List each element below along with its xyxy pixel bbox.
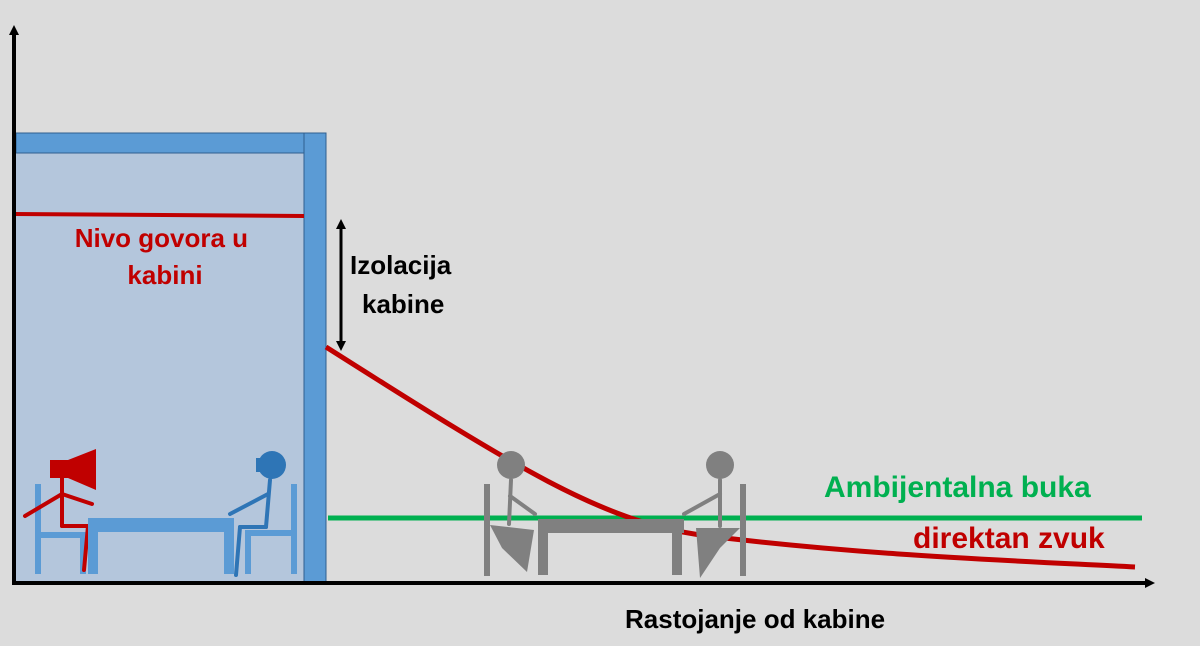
listener-chair-back: [291, 484, 297, 574]
direct-sound-label: direktan zvuk: [913, 522, 1105, 555]
ambient-noise-label: Ambijentalna buka: [824, 471, 1091, 504]
isolation-label: Izolacija kabine: [350, 250, 458, 319]
megaphone-icon: [50, 449, 96, 490]
booth-wall: [303, 132, 327, 584]
x-axis-label: Rastojanje od kabine: [625, 604, 885, 634]
speaker-chair-back: [35, 484, 41, 574]
speech-level-line: [13, 212, 305, 218]
listener-figure: [228, 451, 297, 577]
headphone-head-icon: [258, 451, 286, 479]
speech-level-label: Nivo govora u kabini: [75, 223, 256, 290]
outside-figure-left: [484, 451, 537, 576]
booth-roof: [15, 132, 309, 154]
booth-desk: [88, 518, 234, 574]
headphone-cup-icon: [256, 458, 262, 472]
speaker-chair-leg: [80, 532, 86, 574]
outside-table: [538, 519, 684, 575]
speaker-figure: [23, 449, 96, 574]
speaker-chair-seat: [35, 532, 85, 538]
listener-chair-seat: [245, 530, 297, 536]
outside-figure-right: [682, 451, 746, 578]
listener-chair-leg: [245, 530, 251, 574]
